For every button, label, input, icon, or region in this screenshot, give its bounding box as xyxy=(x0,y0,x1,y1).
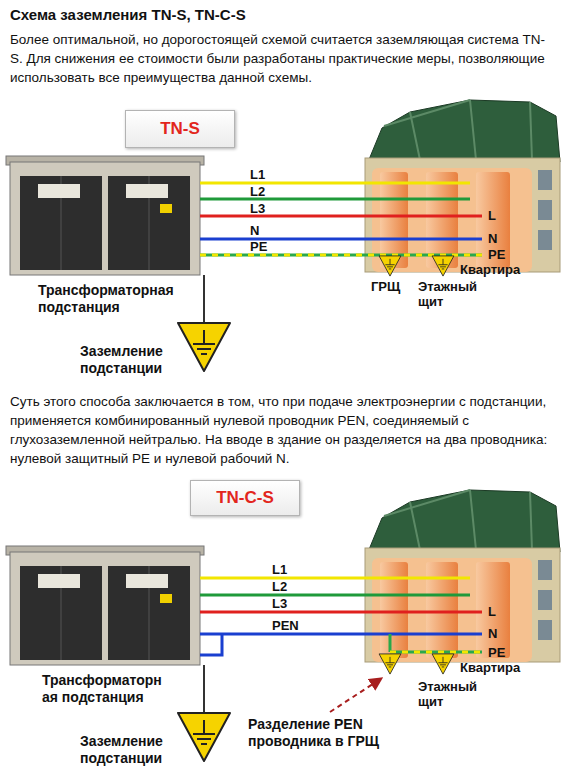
panel-label: Этажный щит xyxy=(418,679,488,709)
pen-split xyxy=(389,634,392,652)
panel-label: Квартира xyxy=(460,661,520,674)
substation xyxy=(6,156,204,275)
substation-label: Трансформаторн ая подстанция xyxy=(42,672,174,706)
wire-end-label: PE xyxy=(488,646,505,659)
wire-n xyxy=(200,238,482,241)
callout-arrow xyxy=(330,678,382,712)
wire-end-label: L xyxy=(488,605,496,618)
scheme-name: TN-C-S xyxy=(216,488,274,508)
scheme-title-box: TN-S xyxy=(125,110,235,148)
ground-label: Заземление подстанции xyxy=(80,343,176,377)
wire-end-label: L xyxy=(488,209,496,222)
substation xyxy=(6,546,204,665)
callout-label: Разделение PEN проводника в ГРЩ xyxy=(248,716,398,750)
wire-label: L3 xyxy=(250,202,265,215)
wire-pe xyxy=(390,651,482,654)
wire-label: PEN xyxy=(272,619,299,632)
wire-end-label: PE xyxy=(488,248,505,261)
wire-label: L1 xyxy=(250,168,265,181)
building xyxy=(365,490,560,662)
panel-label: Квартира xyxy=(460,263,520,276)
page-title: Схема заземления TN-S, TN-C-S xyxy=(10,6,246,24)
substation-label: Трансформаторная подстанция xyxy=(38,282,188,316)
ground-symbol xyxy=(432,256,454,276)
wire-l3 xyxy=(200,215,482,218)
wire-l3 xyxy=(200,611,482,614)
wire-l1 xyxy=(200,577,470,580)
panel-label: ГРЩ xyxy=(371,279,400,294)
ground-label: Заземление подстанции xyxy=(80,733,176,767)
wire-label: PE xyxy=(250,240,267,253)
wire-label: L2 xyxy=(250,185,265,198)
building xyxy=(365,100,560,272)
wire-label: L1 xyxy=(272,563,287,576)
ground-symbol xyxy=(432,654,454,674)
ground-symbol xyxy=(178,713,230,761)
wire-l1 xyxy=(200,182,470,185)
wire-l2 xyxy=(200,198,470,201)
wire-label: L2 xyxy=(272,580,287,593)
ground-symbol xyxy=(379,256,401,276)
ground-symbol xyxy=(379,654,401,674)
wire-l2 xyxy=(200,594,470,597)
wire-end-label: N xyxy=(488,232,497,245)
intro-text: Более оптимальной, но дорогостоящей схем… xyxy=(10,30,553,87)
scheme-name: TN-S xyxy=(160,119,200,139)
panel-label: Этажный щит xyxy=(418,279,488,309)
ground-symbol xyxy=(178,323,230,371)
wire-pen-neutral xyxy=(200,634,222,655)
scheme-title-box: TN-C-S xyxy=(190,480,300,516)
ground-wire xyxy=(203,275,205,323)
wire-label: N xyxy=(250,224,259,237)
wire-pen xyxy=(200,633,482,636)
ground-wire xyxy=(203,665,205,713)
wire-end-label: N xyxy=(488,627,497,640)
explanation-text: Суть этого способа заключается в том, чт… xyxy=(10,392,553,468)
wire-label: L3 xyxy=(272,597,287,610)
wire-pe-stripe xyxy=(390,651,482,654)
